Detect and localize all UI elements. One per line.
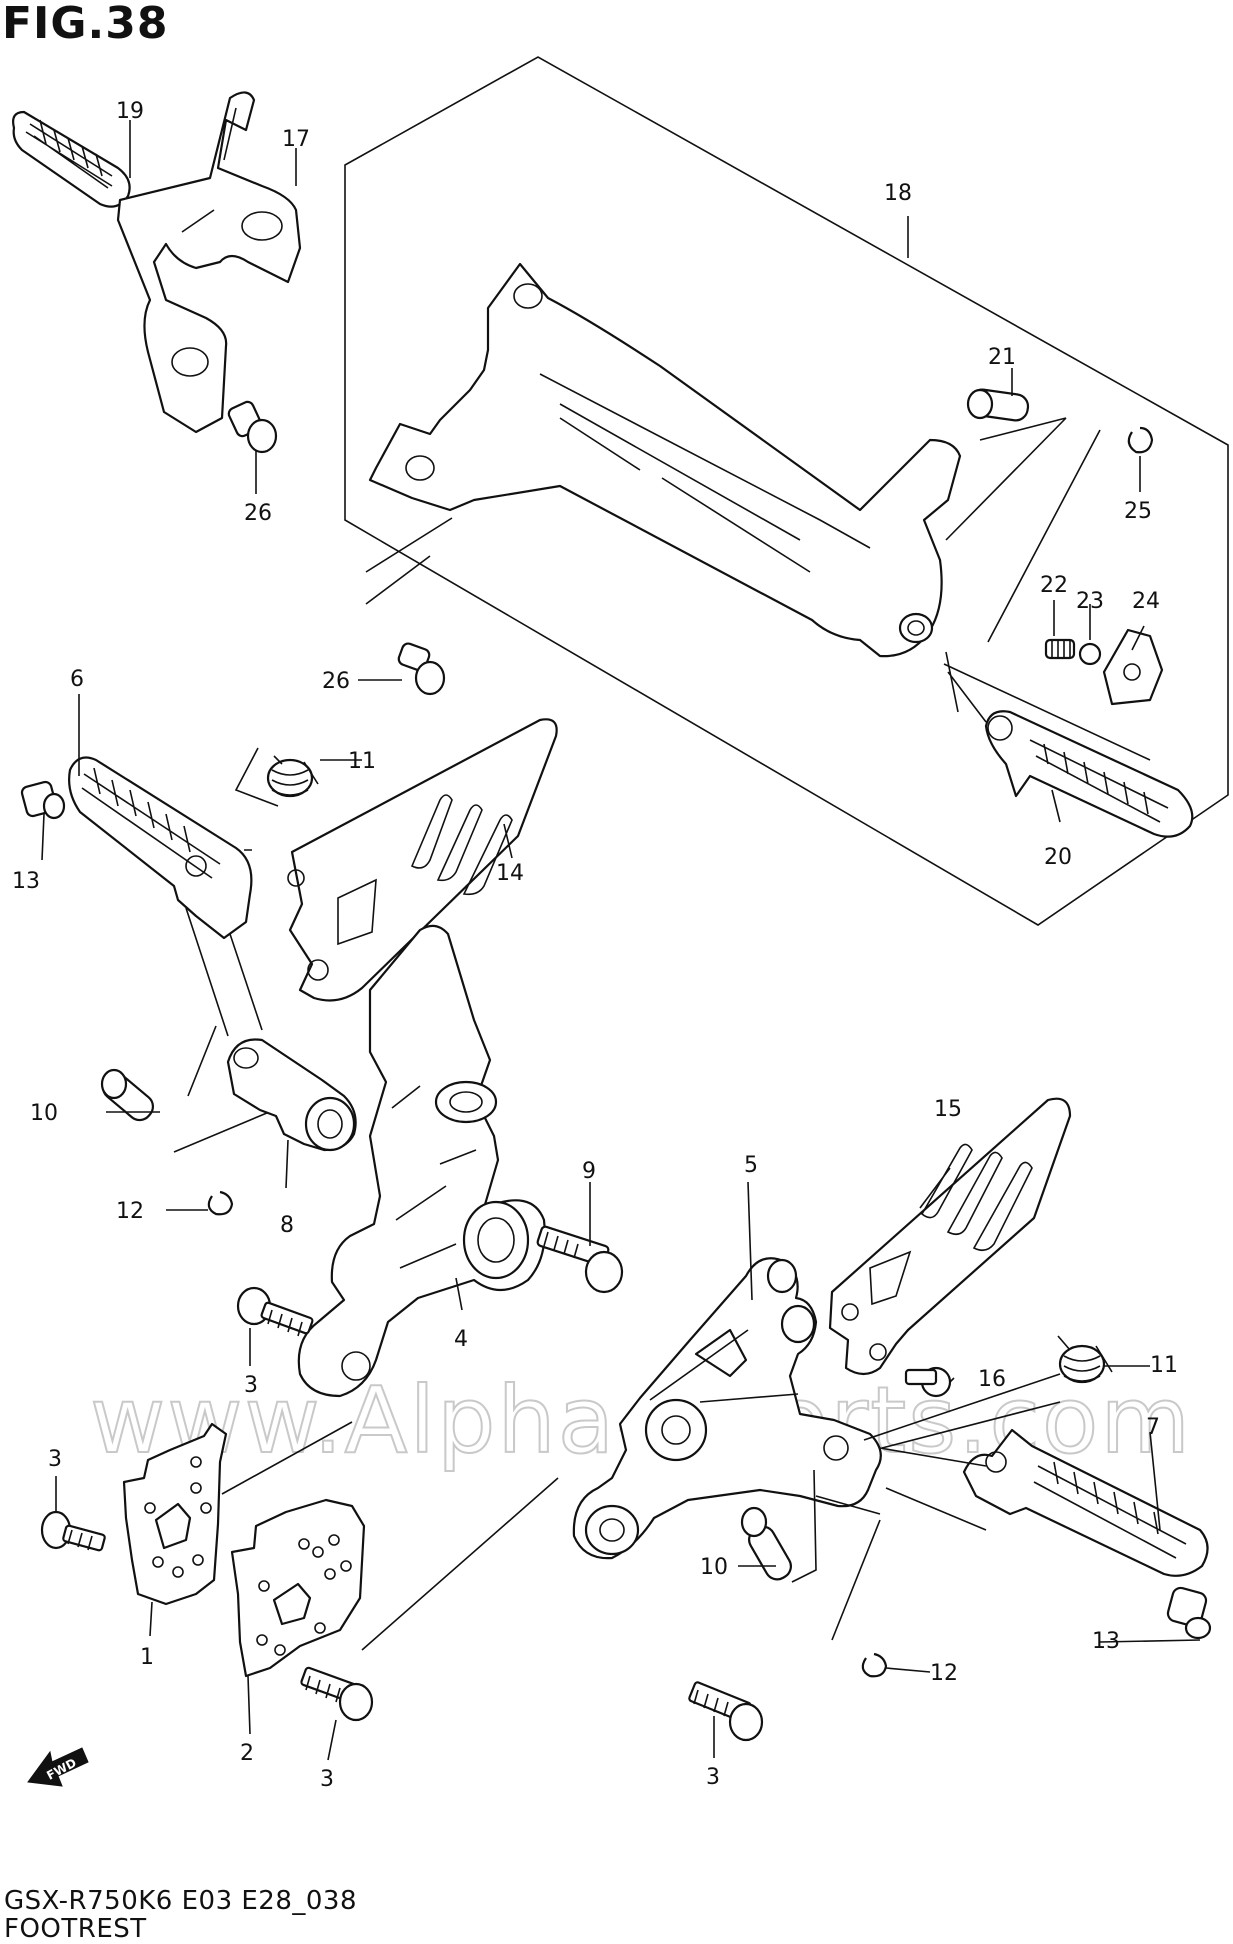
callout-3-b: 3 — [48, 1447, 62, 1472]
bracket-5 — [572, 1257, 882, 1560]
spring-11-right — [1057, 1335, 1113, 1384]
bolt-3-a — [236, 1286, 314, 1337]
callout-3-a: 3 — [244, 1373, 258, 1398]
callout-11-right: 11 — [1150, 1353, 1178, 1378]
callout-12-right: 12 — [930, 1661, 958, 1686]
callout-3-c: 3 — [320, 1767, 334, 1792]
callout-21: 21 — [988, 345, 1016, 370]
callout-14: 14 — [496, 861, 524, 886]
callout-2: 2 — [240, 1741, 254, 1766]
callout-9: 9 — [582, 1159, 596, 1184]
rear-footrest-20 — [984, 710, 1194, 838]
callout-24: 24 — [1132, 589, 1160, 614]
callout-20: 20 — [1044, 845, 1072, 870]
callout-22: 22 — [1040, 573, 1068, 598]
bolt-3-b — [40, 1510, 106, 1552]
bolt-26-lower — [397, 642, 446, 696]
callout-5: 5 — [744, 1153, 758, 1178]
spring-22 — [1044, 638, 1076, 660]
plate-2 — [230, 1498, 366, 1678]
callout-10-right: 10 — [700, 1555, 728, 1580]
bolt-9 — [536, 1225, 624, 1294]
callout-7: 7 — [1146, 1415, 1160, 1440]
screw-16 — [904, 1366, 952, 1398]
callout-13-right: 13 — [1092, 1629, 1120, 1654]
bolt-3-d — [688, 1681, 764, 1742]
pin-10-left — [100, 1068, 154, 1122]
plate-24 — [1102, 628, 1164, 706]
e-ring-25 — [1127, 426, 1154, 454]
fwd-arrow-icon: FWD — [27, 1747, 89, 1787]
callout-17: 17 — [282, 127, 310, 152]
callout-26-lower: 26 — [322, 669, 350, 694]
callout-1: 1 — [140, 1645, 154, 1670]
callout-6: 6 — [70, 667, 84, 692]
rear-bracket-17 — [116, 91, 302, 434]
callout-10-left: 10 — [30, 1101, 58, 1126]
heel-guard-14 — [287, 718, 558, 1002]
bolt-13-left — [20, 780, 66, 820]
callout-25: 25 — [1124, 499, 1152, 524]
callout-16: 16 — [978, 1367, 1006, 1392]
callout-11-left: 11 — [348, 749, 376, 774]
e-ring-12-right — [861, 1652, 888, 1678]
bolt-26-upper — [227, 400, 278, 454]
rear-footrest-assembly-box — [344, 56, 1229, 926]
callout-4: 4 — [454, 1327, 468, 1352]
front-footrest-7 — [962, 1428, 1209, 1577]
figure-title: FIG.38 — [2, 0, 169, 49]
callout-12-left: 12 — [116, 1199, 144, 1224]
callout-23: 23 — [1076, 589, 1104, 614]
bolt-3-c — [300, 1666, 374, 1722]
bolt-13-right — [1166, 1586, 1212, 1640]
model-code: GSX-R750K6 E03 E28_038 — [4, 1886, 358, 1916]
spring-11-left — [266, 755, 319, 798]
rear-bracket-18 — [368, 262, 962, 658]
plate-1 — [122, 1422, 228, 1606]
callout-13-left: 13 — [12, 869, 40, 894]
callout-3-d: 3 — [706, 1765, 720, 1790]
pin-10-right — [740, 1506, 792, 1581]
pin-21 — [966, 388, 1030, 422]
rear-footrest-19 — [12, 110, 131, 208]
callout-26-upper: 26 — [244, 501, 272, 526]
ball-23 — [1078, 642, 1102, 666]
holder-8 — [226, 1038, 357, 1152]
callout-19: 19 — [116, 99, 144, 124]
bracket-4 — [297, 924, 546, 1398]
callout-15: 15 — [934, 1097, 962, 1122]
callout-18: 18 — [884, 181, 912, 206]
e-ring-12-left — [207, 1190, 234, 1216]
callout-8: 8 — [280, 1213, 294, 1238]
front-footrest-6 — [68, 756, 253, 940]
heel-guard-15 — [828, 1097, 1072, 1376]
section-name: FOOTREST — [4, 1914, 147, 1944]
